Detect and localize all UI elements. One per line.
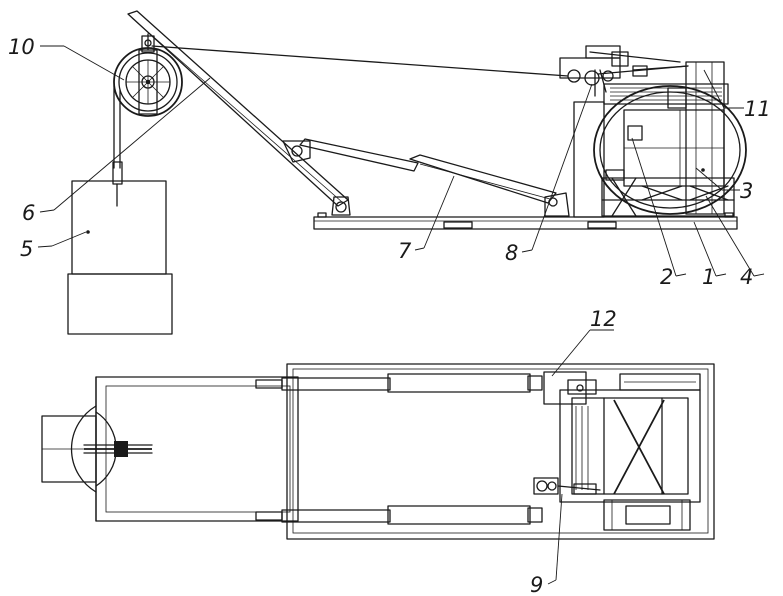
callout-7: 7 [398,239,412,263]
winch-drum [113,33,183,117]
suspended-load [67,161,173,335]
callout-4: 4 [740,265,753,289]
cable-reel [593,83,747,215]
callout-11: 11 [744,97,771,121]
support-post [573,61,725,218]
control-box [543,371,597,405]
grab-mechanism [559,45,681,97]
reel-frame [601,169,735,217]
plan-cylinder-upper [255,373,543,393]
callouts: 10 11 3 6 5 7 8 2 1 4 12 9 [8,35,771,596]
cables [113,45,689,169]
callout-3: 3 [740,179,753,203]
side-view [67,10,747,335]
callout-12: 12 [590,307,617,331]
callout-1: 1 [702,265,715,289]
plan-cylinder-lower [255,505,543,525]
callout-10: 10 [8,35,35,59]
base-frame [313,212,738,230]
plan-grab [533,477,601,495]
plan-reel [559,373,701,503]
callout-6: 6 [22,201,35,225]
callout-5: 5 [20,237,33,261]
callout-8: 8 [505,241,518,265]
plan-winch [41,405,153,493]
plan-view [41,363,715,540]
plan-base-frame [286,363,715,540]
callout-2: 2 [660,265,673,289]
plan-motor [603,499,691,531]
callout-9: 9 [530,573,543,596]
inclined-boom [127,10,351,216]
